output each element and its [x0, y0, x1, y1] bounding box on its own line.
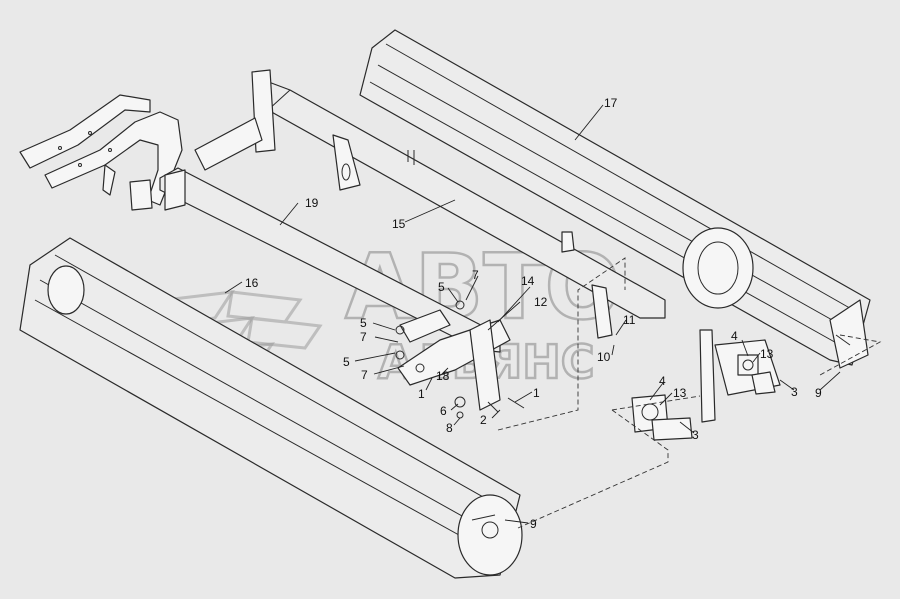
callout-13-upper: 13	[760, 347, 774, 361]
callout-4-lower: 4	[659, 374, 666, 388]
callout-3-upper: 3	[791, 385, 798, 399]
callout-7-low: 7	[361, 368, 368, 382]
callout-3-lower: 3	[692, 428, 699, 442]
callout-17: 17	[604, 96, 618, 110]
callout-13-lower: 13	[673, 386, 687, 400]
callout-4-upper: 4	[731, 329, 738, 343]
callout-15: 15	[392, 217, 406, 231]
leader-lines	[224, 104, 841, 524]
callout-10: 10	[597, 350, 611, 364]
callout-1-right: 1	[533, 386, 540, 400]
callout-6: 6	[440, 404, 447, 418]
callout-14: 14	[521, 274, 535, 288]
callout-5-top: 5	[438, 280, 445, 294]
callout-7-top: 7	[472, 268, 479, 282]
assembly-lines	[497, 257, 882, 529]
center-bracket-assembly	[395, 300, 525, 419]
callout-9-right: 9	[815, 386, 822, 400]
callout-9-left: 9	[530, 517, 537, 531]
callout-labels: 17 19 15 16 7 5 14 12 5 7 5 7 18 1 1 2 6…	[245, 96, 822, 531]
callout-7-mid: 7	[360, 330, 367, 344]
hitch-brackets	[19, 94, 183, 211]
callout-18: 18	[436, 369, 450, 383]
callout-12: 12	[534, 295, 548, 309]
bearing-plate-upper	[714, 339, 781, 396]
callout-19: 19	[305, 196, 319, 210]
bearing-plate-lower	[631, 329, 716, 441]
callout-2: 2	[480, 413, 487, 427]
roller-16	[19, 237, 523, 579]
callout-5-low: 5	[343, 355, 350, 369]
callout-1-left: 1	[418, 387, 425, 401]
callout-8: 8	[446, 421, 453, 435]
roller-17	[359, 29, 871, 369]
callout-16: 16	[245, 276, 259, 290]
callout-5-mid: 5	[360, 316, 367, 330]
callout-11: 11	[623, 313, 636, 327]
main-frame	[159, 69, 666, 353]
